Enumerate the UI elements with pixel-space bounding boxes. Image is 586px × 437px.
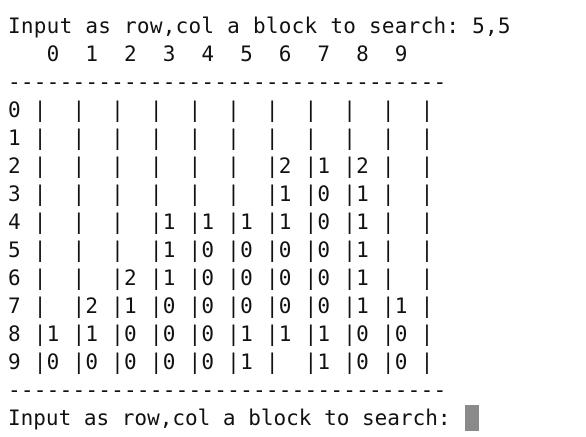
grid-row-0: 0 | | | | | | | | | | | bbox=[8, 98, 434, 122]
grid-row-3: 3 | | | | | | |1 |0 |1 | | bbox=[8, 182, 434, 206]
grid-row-1: 1 | | | | | | | | | | | bbox=[8, 126, 434, 150]
search-prompt-text: Input as row,col a block to search: bbox=[8, 406, 464, 430]
grid-row-9: 9 |0 |0 |0 |0 |0 |1 | |1 |0 |0 | bbox=[8, 350, 434, 374]
search-prompt-previous: Input as row,col a block to search: 5,5 bbox=[8, 14, 511, 38]
grid-row-5: 5 | | | |1 |0 |0 |0 |0 |1 | | bbox=[8, 238, 434, 262]
grid-row-2: 2 | | | | | | |2 |1 |2 | | bbox=[8, 154, 434, 178]
separator-top: ---------------------------------- bbox=[8, 70, 447, 94]
text-cursor[interactable] bbox=[465, 405, 480, 431]
grid-row-7: 7 | |2 |1 |0 |0 |0 |0 |0 |1 |1 | bbox=[8, 294, 434, 318]
search-prompt-active[interactable]: Input as row,col a block to search: bbox=[8, 404, 586, 432]
column-header: 0 1 2 3 4 5 6 7 8 9 bbox=[8, 42, 408, 66]
grid-row-8: 8 |1 |1 |0 |0 |0 |1 |1 |1 |0 |0 | bbox=[8, 322, 434, 346]
grid-row-4: 4 | | | |1 |1 |1 |1 |0 |1 | | bbox=[8, 210, 434, 234]
grid-row-6: 6 | | |2 |1 |0 |0 |0 |0 |1 | | bbox=[8, 266, 434, 290]
separator-bottom: ---------------------------------- bbox=[8, 378, 447, 402]
